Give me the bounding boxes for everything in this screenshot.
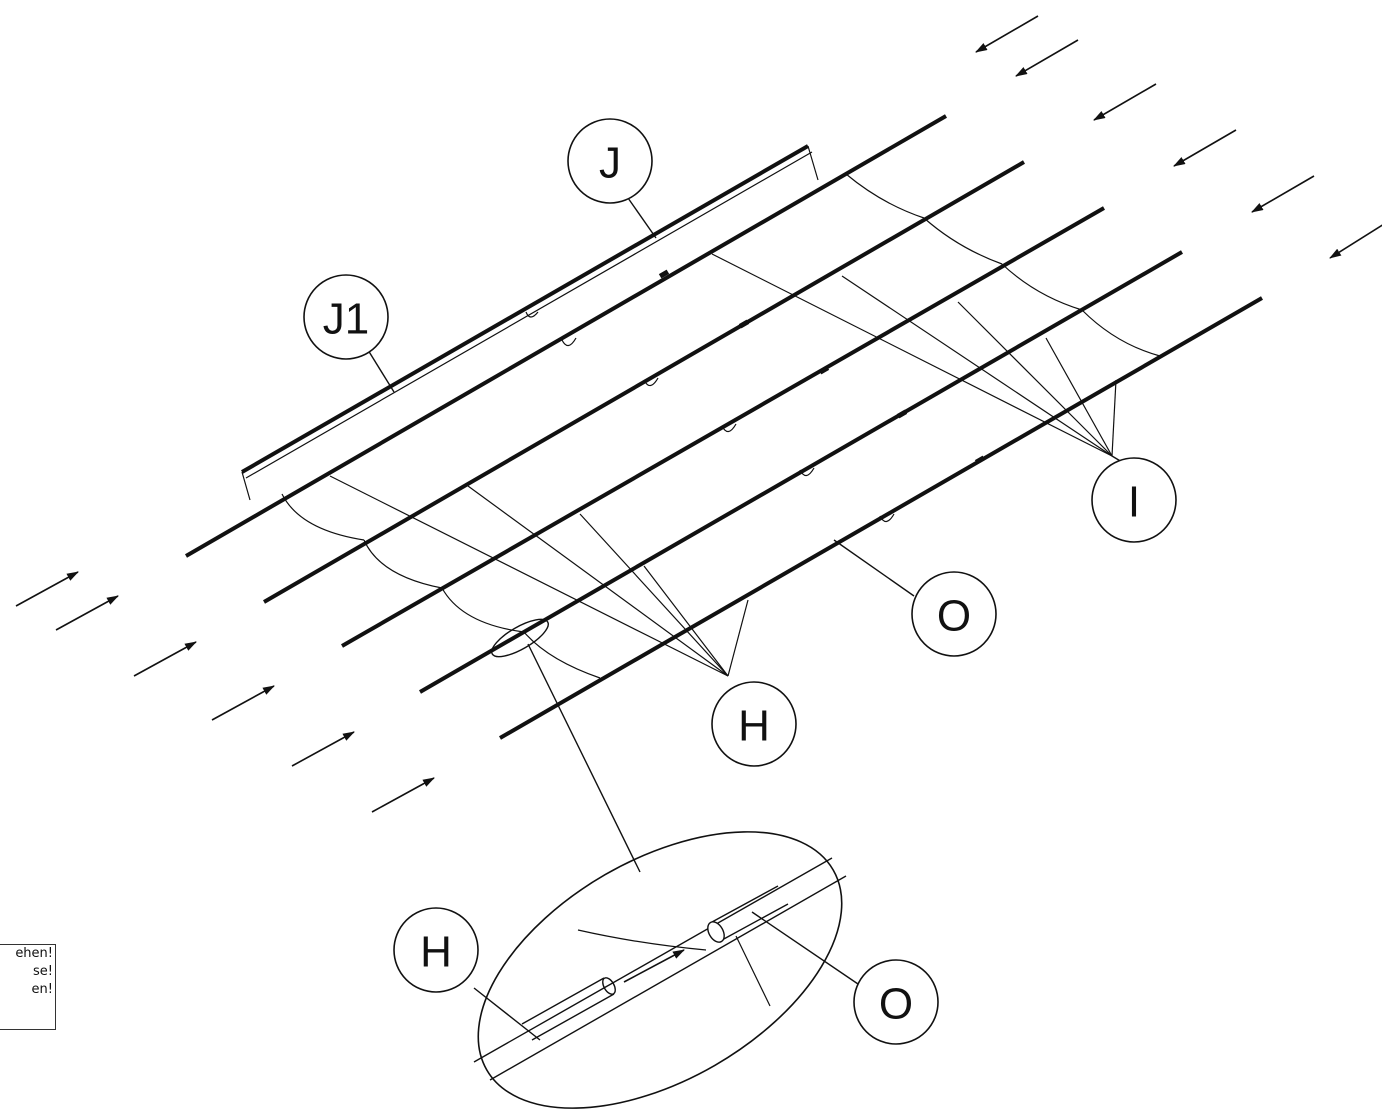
leader-lines	[367, 197, 1123, 873]
note-line-1: ehen!	[15, 946, 53, 961]
callout-I: I	[1091, 457, 1177, 543]
flow-arrows-top	[975, 15, 1382, 259]
callout-H-detail: H	[393, 907, 479, 993]
callout-J1: J1	[303, 274, 389, 360]
detail-view	[473, 831, 859, 1109]
svg-text:O: O	[879, 980, 913, 1029]
callout-H-top: H	[711, 681, 797, 767]
svg-text:O: O	[937, 592, 971, 641]
callout-O-detail: O	[853, 959, 939, 1045]
rod-3	[341, 206, 1105, 648]
callout-J: J	[567, 118, 653, 204]
rod-4	[418, 250, 1184, 694]
note-line-3: en!	[31, 982, 53, 997]
rod-1	[184, 114, 948, 558]
detail-tube-H	[521, 977, 616, 1041]
callout-O-top: O	[911, 571, 997, 657]
detail-marker-ellipse	[491, 618, 549, 658]
flow-arrows-bottom	[15, 571, 435, 813]
rods	[184, 114, 1264, 740]
svg-text:J: J	[599, 139, 621, 188]
rod-2	[262, 160, 1026, 604]
cable-fan-I	[711, 253, 1117, 457]
top-frame-bar	[241, 144, 819, 501]
svg-text:J1: J1	[323, 295, 369, 344]
svg-text:H: H	[738, 702, 770, 751]
svg-text:I: I	[1128, 478, 1140, 527]
cable-fan-H	[329, 475, 749, 677]
note-box: ehen! se! en!	[0, 944, 56, 1030]
rod-5	[498, 296, 1264, 740]
detail-tube-O	[707, 885, 789, 943]
svg-text:H: H	[420, 928, 452, 977]
note-line-2: se!	[33, 964, 53, 979]
